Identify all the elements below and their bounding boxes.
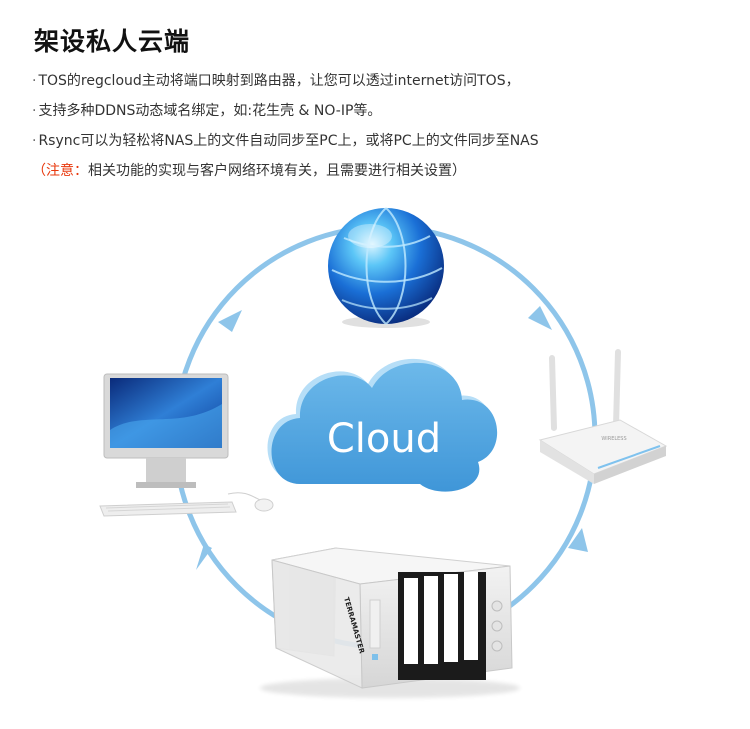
router-brand: WIRELESS: [601, 436, 626, 442]
globe-icon: [328, 207, 444, 328]
page-title: 架设私人云端: [34, 27, 191, 56]
ring-arrow-top-right: [528, 306, 552, 330]
feature-item-2: ·支持多种DDNS动态域名绑定，如:花生壳 & NO-IP等。: [32, 100, 732, 130]
feature-text-3: Rsync可以为轻松将NAS上的文件自动同步至PC上，或将PC上的文件同步至NA…: [38, 133, 539, 149]
feature-item-3: ·Rsync可以为轻松将NAS上的文件自动同步至PC上，或将PC上的文件同步至N…: [32, 130, 732, 160]
cloud-icon: Cloud: [267, 358, 498, 492]
router-icon: WIRELESS: [538, 349, 668, 484]
ring-arrow-bottom-right: [568, 528, 588, 552]
note-label: （注意：: [32, 163, 88, 179]
ring-arrow-top-left: [218, 310, 242, 332]
feature-text-2: 支持多种DDNS动态域名绑定，如:花生壳 & NO-IP等。: [38, 103, 382, 119]
computer-icon: [99, 373, 274, 517]
note-item: （注意：相关功能的实现与客户网络环境有关，且需要进行相关设置）: [32, 160, 732, 190]
nas-icon: TERRAMASTER: [260, 547, 520, 698]
feature-list: ·TOS的regcloud主动将端口映射到路由器，让您可以透过internet访…: [32, 70, 732, 190]
feature-text-1: TOS的regcloud主动将端口映射到路由器，让您可以透过internet访问…: [38, 73, 520, 89]
ring-arrow-bottom-left: [196, 544, 212, 570]
cloud-label: Cloud: [327, 416, 441, 462]
note-text: 相关功能的实现与客户网络环境有关，且需要进行相关设置）: [88, 163, 466, 179]
feature-item-1: ·TOS的regcloud主动将端口映射到路由器，让您可以透过internet访…: [32, 70, 732, 100]
bullet-dot: ·: [32, 103, 37, 119]
bullet-dot: ·: [32, 73, 37, 89]
bullet-dot: ·: [32, 133, 37, 149]
